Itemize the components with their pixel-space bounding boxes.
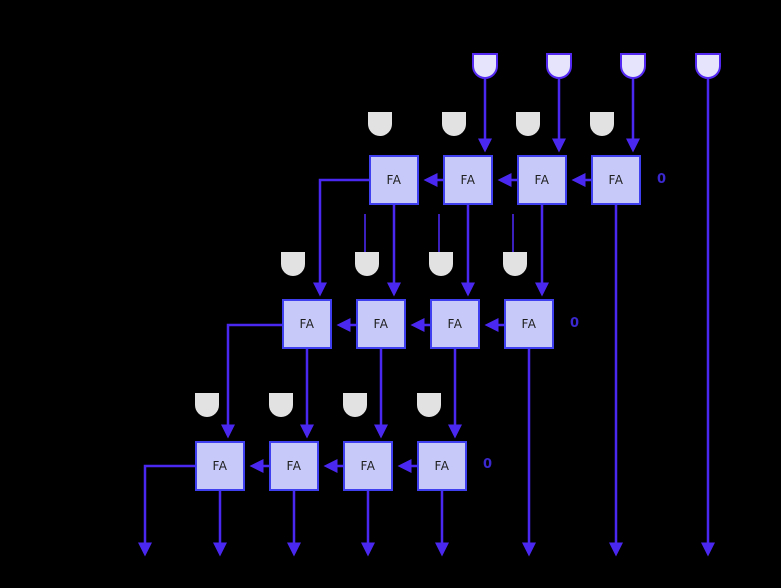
fa-label: FA [212,459,228,473]
fa-box-r3-3: FA [343,441,393,491]
fa-box-r1-3: FA [517,155,567,205]
and-gate-icon-r2-1 [281,252,305,276]
and-gate-icon-r3-2 [269,393,293,417]
fa-label: FA [360,459,376,473]
fa-box-r2-1: FA [282,299,332,349]
fa-label: FA [460,173,476,187]
wire-product-bit7-carryout-r3 [137,464,195,557]
and-gate-icon-top-2 [546,53,572,79]
fa-box-r3-4: FA [417,441,467,491]
wire-carryout-r1 [312,178,369,297]
and-gate-icon-r3-4 [417,393,441,417]
and-gate-icon-top-4 [695,53,721,79]
fa-label: FA [434,459,450,473]
and-gate-icon-r2-2 [355,252,379,276]
and-gate-icon-top-1 [472,53,498,79]
carry-in-zero-r1: 0 [657,172,667,187]
fa-label: FA [521,317,537,331]
fa-label: FA [373,317,389,331]
and-gate-icon-r1-2 [442,112,466,136]
fa-label: FA [608,173,624,187]
fa-label: FA [386,173,402,187]
wire-carryout-r2 [220,323,282,439]
fa-box-r2-3: FA [430,299,480,349]
and-gate-icon-r1-1 [368,112,392,136]
fa-box-r3-1: FA [195,441,245,491]
carry-in-zero-r3: 0 [483,457,493,472]
fa-label: FA [534,173,550,187]
fa-box-r2-4: FA [504,299,554,349]
and-gate-icon-r3-1 [195,393,219,417]
and-gate-icon-top-3 [620,53,646,79]
fa-box-r3-2: FA [269,441,319,491]
carry-in-zero-r2: 0 [570,316,580,331]
and-gate-icon-r2-3 [429,252,453,276]
and-gate-icon-r1-4 [590,112,614,136]
fa-box-r1-4: FA [591,155,641,205]
fa-box-r1-2: FA [443,155,493,205]
fa-box-r2-2: FA [356,299,406,349]
fa-label: FA [286,459,302,473]
fa-label: FA [447,317,463,331]
and-gate-icon-r2-4 [503,252,527,276]
and-gate-icon-r1-3 [516,112,540,136]
fa-label: FA [299,317,315,331]
and-gate-icon-r3-3 [343,393,367,417]
fa-box-r1-1: FA [369,155,419,205]
